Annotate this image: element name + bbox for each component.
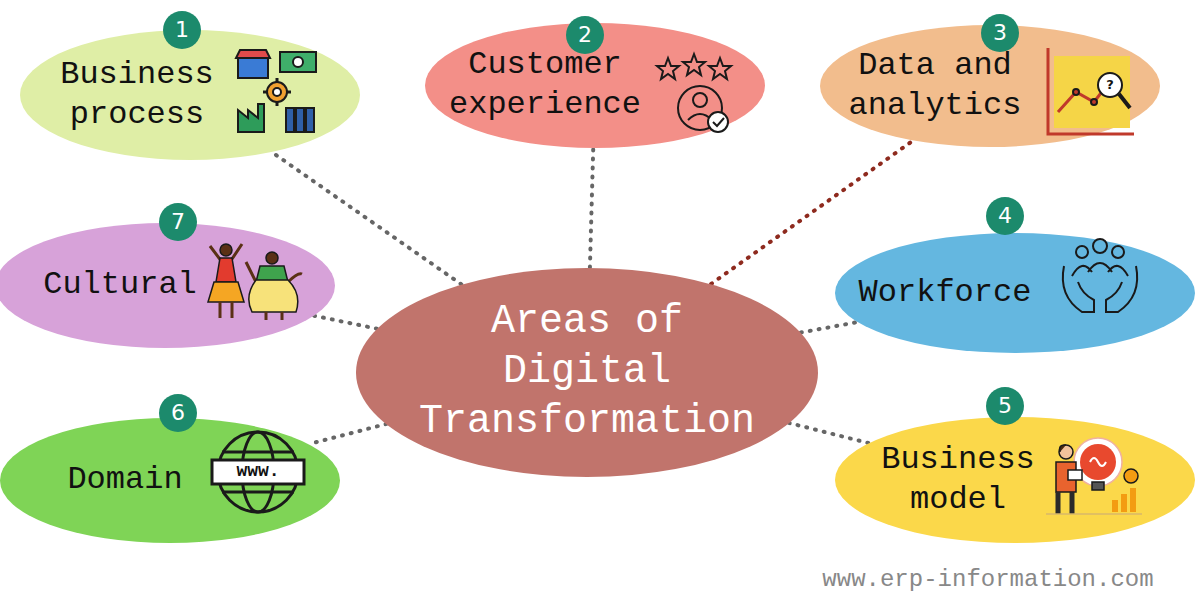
business-model-icon (1046, 438, 1142, 514)
topic-text: Business model (858, 440, 1058, 520)
icon-text: www. (236, 462, 279, 482)
ellipse-shape (20, 30, 360, 160)
business-process-icon (236, 50, 316, 132)
watermark: www.erp-information.com (822, 567, 1153, 593)
dotted-connector (789, 423, 869, 443)
topic-ellipse: Workforce (835, 233, 1195, 353)
ellipse-shape (835, 417, 1195, 543)
callout-number: 7 (171, 210, 185, 234)
dotted-connector (309, 424, 387, 444)
data-analytics-icon (1048, 48, 1134, 134)
callout-number: 5 (998, 394, 1012, 418)
topic-ellipse: Business process (20, 30, 360, 160)
cultural-dancers-icon (208, 244, 302, 320)
callout-number: 3 (993, 21, 1007, 45)
callout-number: 2 (578, 23, 592, 47)
customer-experience-icon (657, 54, 731, 132)
icon-text: ? (1106, 78, 1114, 92)
topic-text: Cultural (43, 265, 197, 305)
callout-number: 6 (171, 401, 185, 425)
callout-number: 4 (998, 204, 1012, 228)
topic-text: Data and analytics (840, 46, 1030, 126)
topic-text: Domain (67, 460, 182, 500)
topic-text: Workforce (859, 273, 1032, 313)
dotted-connector (590, 147, 593, 267)
badge-circles (159, 11, 1024, 432)
topic-ellipse: Business model (835, 417, 1195, 543)
topic-text: Customer experience (440, 45, 650, 125)
workforce-icon (1063, 239, 1137, 312)
central-topic: Areas of Digital Transformation (356, 268, 818, 477)
domain-globe-icon (212, 432, 304, 512)
dotted-connector (313, 316, 377, 329)
topic-text: Areas of Digital Transformation (407, 297, 767, 447)
topic-text: Business process (37, 55, 237, 135)
callout-number: 1 (175, 18, 189, 42)
dotted-connector (801, 322, 858, 332)
